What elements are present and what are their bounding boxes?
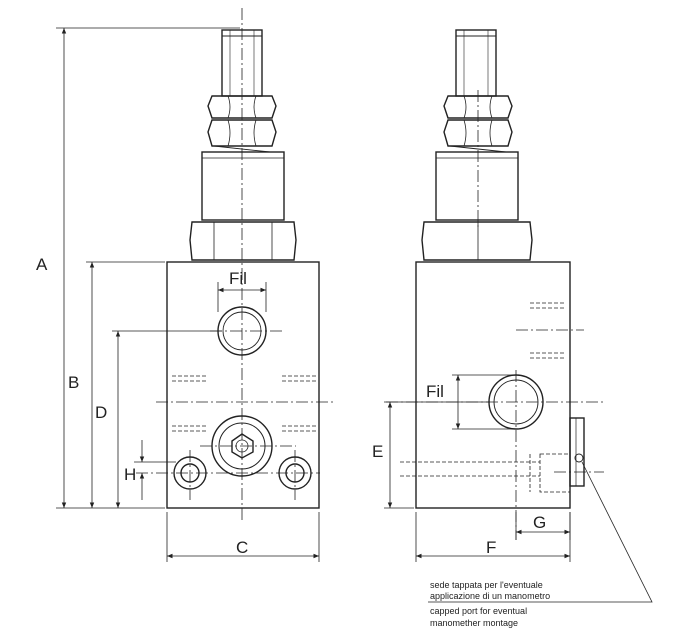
note-line-3: capped port for eventual — [430, 606, 527, 616]
dim-label-d: D — [95, 403, 107, 422]
dim-label-f: F — [486, 538, 496, 557]
side-valve-body — [415, 261, 571, 509]
dim-label-b: B — [68, 373, 79, 392]
note-line-1: sede tappata per l'eventuale — [430, 580, 543, 590]
note-line-2: applicazione di un manometro — [430, 591, 550, 601]
dim-label-fil-front: Fil — [229, 269, 247, 288]
front-valve-body — [166, 261, 320, 509]
side-lock-nut-upper — [443, 95, 513, 119]
front-cartridge-hex — [189, 221, 297, 261]
front-lock-nut-lower — [207, 119, 277, 147]
front-hex-socket — [231, 433, 254, 459]
side-lock-nut-lower — [443, 119, 513, 147]
side-view — [386, 29, 604, 540]
dim-label-g: G — [533, 513, 546, 532]
dim-label-c: C — [236, 538, 248, 557]
side-dimensions — [384, 374, 653, 603]
front-cartridge-neck — [201, 151, 285, 221]
dim-label-fil-side: Fil — [426, 382, 444, 401]
dim-label-e: E — [372, 442, 383, 461]
dim-label-h: H — [124, 465, 136, 484]
side-adjust-screw — [455, 29, 497, 97]
note-line-4: manomether montage — [430, 618, 518, 628]
front-lock-nut-upper — [207, 95, 277, 119]
note-leader-line — [428, 461, 653, 603]
side-gauge-plug — [569, 417, 585, 487]
gauge-port-marker — [574, 453, 584, 463]
front-dimensions — [56, 27, 320, 562]
side-cartridge-neck — [435, 151, 519, 221]
dim-label-a: A — [36, 255, 48, 274]
front-view — [136, 8, 336, 520]
side-cartridge-hex — [421, 221, 533, 261]
